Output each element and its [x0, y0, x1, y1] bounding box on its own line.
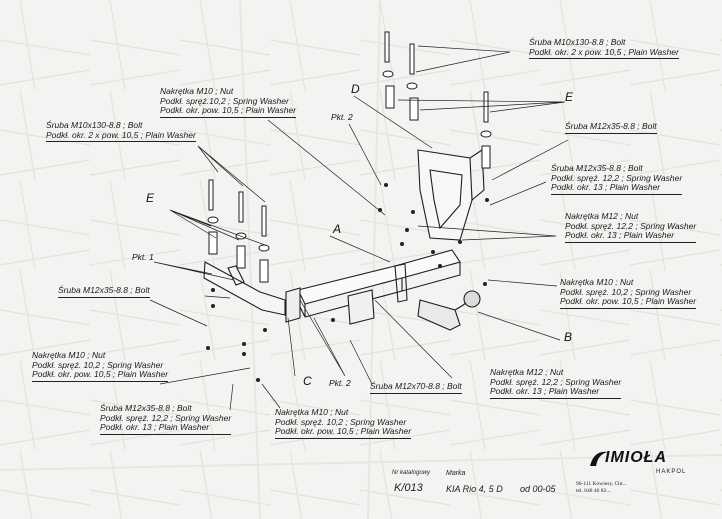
label-line: Nakrętka M10 ; Nut [32, 350, 106, 360]
point-label-pkt1: Pkt. 1 [132, 252, 154, 262]
label-line: Podkł. okr. 2 x pow. 10,5 ; Plain Washer [46, 129, 196, 140]
brand-subtitle: HAKPOL [656, 469, 687, 475]
label-line: Podkł. spręż. 12,2 ; Spring Washer [490, 376, 622, 387]
label-line: Podkł. okr. 2 x pow. 10,5 ; Plain Washer [529, 46, 679, 57]
label-line: Śruba M12x35-8.8 ; Bolt [100, 403, 192, 413]
label-bolt-m12x35-left: Śruba M12x35-8.8 ; Bolt [58, 285, 150, 298]
label-line: Podkł. spręż. 12,2 ; Spring Washer [100, 412, 232, 423]
label-bolt-m10x130-top-right: Śruba M10x130-8.8 ; Bolt Podkł. okr. 2 x… [529, 37, 679, 59]
address-line: 96-111 Kowiesy, Chr... [576, 481, 627, 487]
catalog-number-value: K/013 [394, 482, 423, 494]
catalog-number-label: Nr katalogowy [392, 470, 431, 476]
brand-address: 96-111 Kowiesy, Chr... tel. 048 46 82... [576, 481, 627, 495]
label-bolt-m12x35-bottom-left: Śruba M12x35-8.8 ; Bolt Podkł. spręż. 12… [100, 403, 232, 435]
label-nut-m12-right: Nakrętka M12 ; Nut Podkł. spręż. 12,2 ; … [565, 211, 697, 243]
label-line: Nakrętka M12 ; Nut [490, 367, 564, 377]
part-letter-b: B [564, 330, 573, 344]
part-letter-e-left: E [146, 191, 155, 205]
label-line: Nakrętka M12 ; Nut [565, 211, 639, 221]
label-line: Podkł. okr. 13 ; Plain Washer [551, 182, 661, 192]
label-bolt-m12x35-spring-right: Śruba M12x35-8.8 ; Bolt Podkł. spręż. 12… [551, 163, 683, 195]
label-nut-m10-right: Nakrętka M10 ; Nut Podkł. spręż. 10,2 ; … [560, 277, 697, 309]
part-letter-d: D [351, 82, 360, 96]
label-line: Podkł. spręż. 10,2 ; Spring Washer [560, 286, 692, 297]
point-label-pkt2-bottom: Pkt. 2 [329, 378, 351, 388]
label-bolt-m12x70: Śruba M12x70-8.8 ; Bolt [370, 381, 462, 394]
label-nut-m10-top-center: Nakrętka M10 ; Nut Podkł. spręż.10,2 ; S… [160, 86, 297, 118]
imiola-logo-icon [590, 451, 608, 466]
label-line: Podkł. okr. 13 ; Plain Washer [100, 422, 210, 432]
label-nut-m10-bottom: Nakrętka M10 ; Nut Podkł. spręż. 10,2 ; … [275, 407, 412, 439]
label-line: Podkł. okr. 13 ; Plain Washer [490, 386, 600, 396]
point-label-pkt2-top: Pkt. 2 [331, 112, 353, 122]
brand-name: IMIOŁA [605, 449, 667, 466]
label-nut-m10-left: Nakrętka M10 ; Nut Podkł. spręż. 10,2 ; … [32, 350, 169, 382]
label-line: Podkł. spręż. 10,2 ; Spring Washer [275, 416, 407, 427]
production-years: od 00-05 [520, 484, 556, 494]
label-line: Podkł. okr. 13 ; Plain Washer [565, 230, 675, 240]
label-line: Śruba M12x35-8.8 ; Bolt [58, 285, 150, 295]
label-bolt-m10x130-top-left: Śruba M10x130-8.8 ; Bolt Podkł. okr. 2 x… [46, 120, 196, 142]
label-line: Podkł. spręż. 12,2 ; Spring Washer [565, 220, 697, 231]
label-nut-m12-bottom: Nakrętka M12 ; Nut Podkł. spręż. 12,2 ; … [490, 367, 622, 399]
make-label: Marka [446, 470, 466, 477]
part-letter-a: A [333, 222, 342, 236]
label-line: Nakrętka M10 ; Nut [560, 277, 634, 287]
label-line: Podkł. okr. pow. 10,5 ; Plain Washer [32, 369, 169, 379]
label-line: Nakrętka M10 ; Nut [160, 86, 234, 96]
address-line: tel. 048 46 82... [576, 488, 611, 494]
label-line: Śruba M12x35-8.8 ; Bolt [565, 121, 657, 131]
label-line: Podkł. spręż. 10,2 ; Spring Washer [32, 359, 164, 370]
label-line: Śruba M10x130-8.8 ; Bolt [529, 37, 626, 47]
label-line: Podkł. okr. pow. 10,5 ; Plain Washer [160, 105, 297, 115]
label-line: Podkł. spręż. 12,2 ; Spring Washer [551, 172, 683, 183]
part-letter-e-right: E [565, 90, 574, 104]
label-line: Śruba M12x70-8.8 ; Bolt [370, 381, 462, 391]
part-letter-c: C [303, 374, 312, 388]
label-bolt-m12x35-right: Śruba M12x35-8.8 ; Bolt [565, 121, 657, 134]
label-line: Podkł. okr. pow. 10,5 ; Plain Washer [560, 296, 697, 306]
label-line: Śruba M12x35-8.8 ; Bolt [551, 163, 643, 173]
make-value: KIA Rio 4, 5 D [446, 484, 503, 494]
label-line: Nakrętka M10 ; Nut [275, 407, 349, 417]
label-line: Śruba M10x130-8.8 ; Bolt [46, 120, 143, 130]
label-line: Podkł. spręż.10,2 ; Spring Washer [160, 95, 289, 106]
label-line: Podkł. okr. pow. 10,5 ; Plain Washer [275, 426, 412, 436]
